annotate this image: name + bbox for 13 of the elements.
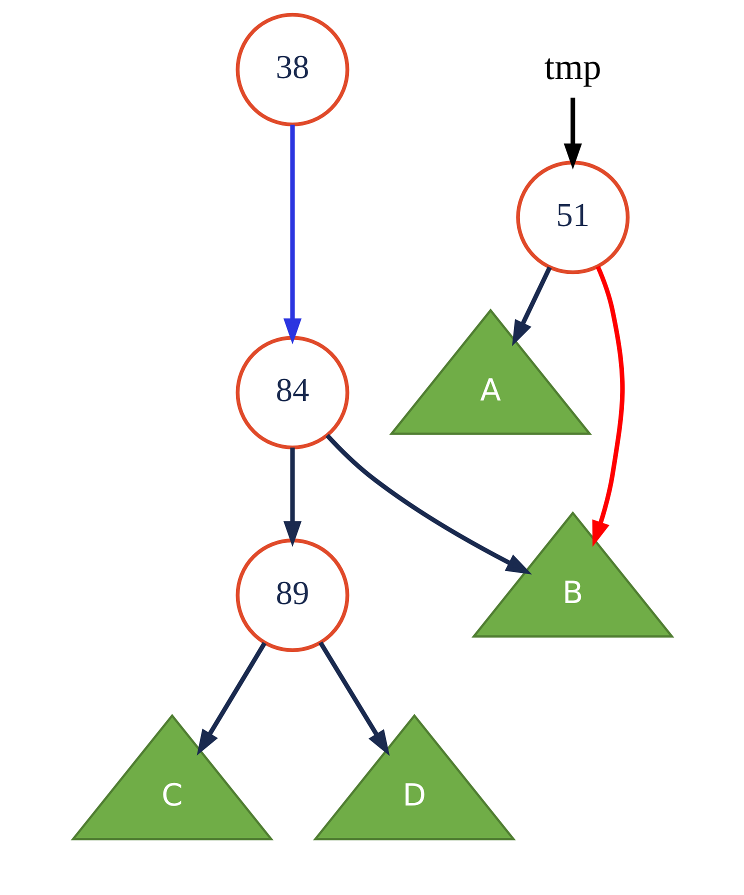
arrow	[563, 98, 582, 170]
arrow	[325, 434, 532, 574]
node-circle: 51	[516, 160, 630, 274]
arrow	[196, 642, 266, 756]
arrow	[512, 266, 552, 346]
node-circle: 38	[235, 12, 349, 126]
node-text: tmp	[544, 46, 601, 88]
arrow	[282, 448, 302, 548]
node-circle: 89	[235, 538, 349, 652]
node-circle: 84	[235, 336, 349, 450]
arrow	[282, 124, 302, 344]
arrow	[592, 266, 624, 547]
arrow	[318, 641, 390, 756]
